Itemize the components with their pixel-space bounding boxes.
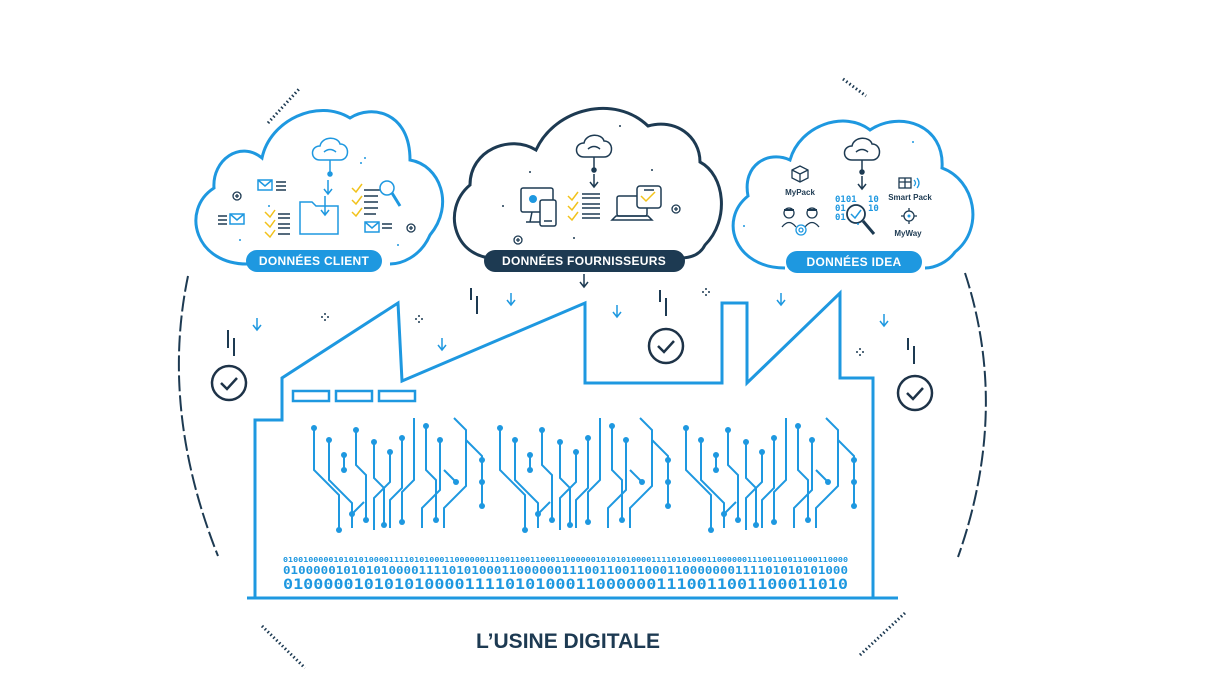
folder-icon [299,196,339,235]
cloud-idea: MyPack 0101 01 10 10 01 Smart Pack [731,119,975,273]
falling-data [252,293,889,352]
circuit-traces [310,417,858,534]
outer-ring [260,77,907,670]
svg-text:01: 01 [835,204,846,214]
binary-row-3: 0100000101010100001111010100011000000111… [283,577,848,593]
cloud-client-label: DONNÉES CLIENT [259,253,370,268]
idea-item-myway: MyWay [894,229,922,238]
cloud-idea-pill: DONNÉES IDEA [786,251,922,273]
cloud-idea-label: DONNÉES IDEA [807,254,902,269]
mail-icon [218,179,392,233]
team-gear-icon [781,207,820,236]
binary-search-icon: 0101 01 10 10 01 [835,195,879,235]
smart-box-icon [898,177,920,189]
cloud-upload-icon [575,134,613,189]
cloud-upload-icon [843,137,881,191]
check-badges [210,327,934,412]
svg-text:01: 01 [835,213,846,223]
idea-item-smart-pack: Smart Pack [888,193,932,202]
sparkle-icon [743,141,914,227]
search-document-icon [351,180,402,218]
target-icon [901,208,917,224]
check-circle-icon [896,374,934,412]
cloud-upload-icon [311,137,349,196]
svg-text:10: 10 [868,204,879,214]
svg-text:0101: 0101 [835,195,857,205]
cloud-suppliers-label: DONNÉES FOURNISSEURS [502,253,666,268]
sparkle-icon [502,125,653,239]
binary-row-1: 0100100000101010100001111010100011000000… [283,555,848,564]
check-circle-icon [210,364,248,402]
side-arcs [177,272,987,558]
factory-windows [291,389,417,403]
arrow-down-icon [579,274,589,289]
drip-marks [227,288,915,364]
factory-outline [247,289,898,600]
checklist-icon [567,191,600,222]
cloud-suppliers: DONNÉES FOURNISSEURS [452,106,723,289]
binary-row-2: 0100000101010100001111010100011000000111… [283,565,848,577]
sparkle-icon [321,288,864,356]
plus-icon [232,191,416,233]
idea-item-mypack: MyPack [785,188,815,197]
document-list-icon [264,209,290,239]
laptop-package-icon [610,185,662,221]
check-circle-icon [647,327,685,365]
sparkle-icon [239,157,399,246]
computer-icon [520,187,557,227]
cloud-client-pill: DONNÉES CLIENT [246,250,382,272]
plus-icon [513,204,681,245]
svg-text:10: 10 [868,195,879,205]
page-title: L’USINE DIGITALE [476,630,660,653]
cloud-suppliers-pill: DONNÉES FOURNISSEURS [484,250,685,272]
package-icon [791,165,809,183]
binary-stream: 0100100000101010100001111010100011000000… [283,555,848,593]
cloud-client: DONNÉES CLIENT [194,108,445,272]
